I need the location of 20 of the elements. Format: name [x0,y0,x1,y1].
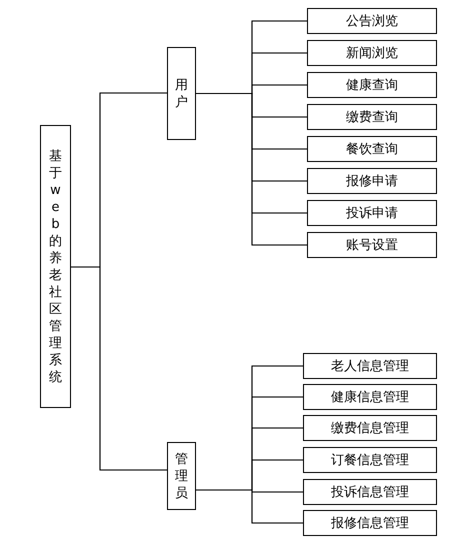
function-box: 账号设置 [307,232,437,258]
function-box: 缴费查询 [307,104,437,130]
connector-line [196,489,303,524]
role-box: 管理员 [167,442,196,510]
function-box: 报修信息管理 [303,510,437,536]
role-box: 用户 [167,47,196,140]
function-box: 缴费信息管理 [303,415,437,441]
function-box: 健康查询 [307,72,437,98]
function-box: 健康信息管理 [303,384,437,410]
function-box: 投诉申请 [307,200,437,226]
function-box: 餐饮查询 [307,136,437,162]
system-box: 基于web的养老社区管理系统 [40,125,71,408]
connector-line [71,266,167,471]
function-box: 老人信息管理 [303,353,437,379]
connector-line [196,92,307,246]
function-box: 订餐信息管理 [303,447,437,473]
function-box: 公告浏览 [307,8,437,34]
function-box: 新闻浏览 [307,40,437,66]
function-box: 投诉信息管理 [303,479,437,505]
function-box: 报修申请 [307,168,437,194]
